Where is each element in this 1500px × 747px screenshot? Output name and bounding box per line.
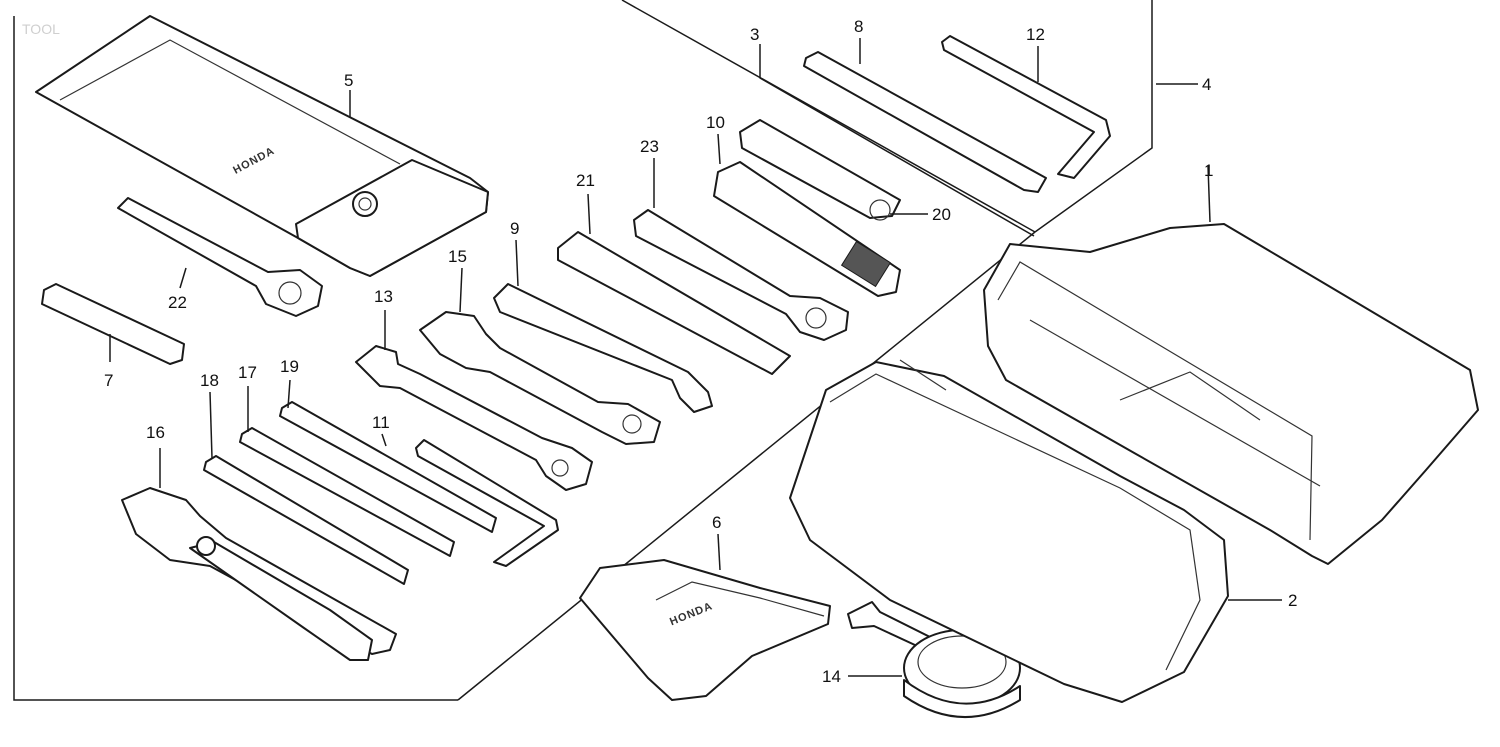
callout-2: 2 [1288,591,1297,610]
tool-case-2 [789,359,1229,703]
callout-4: 4 [1202,75,1211,94]
callout-9: 9 [510,219,519,238]
callout-19: 19 [280,357,299,376]
callout-13: 13 [374,287,393,306]
flat-bar-21 [557,231,791,375]
pliers-16 [121,487,397,661]
wrench-13 [355,345,593,491]
pin-spanner-9 [493,283,713,413]
callout-18: 18 [200,371,219,390]
header-text: TOOL [22,21,60,37]
callout-10: 10 [706,113,725,132]
socket-wrench-10 [713,119,901,297]
tool-tray-1 [983,223,1479,565]
callout-3: 3 [750,25,759,44]
tool-roll-bag: HONDA [35,15,489,277]
callout-14: 14 [822,667,841,686]
hex-key-11 [415,439,559,567]
callout-6: 6 [712,513,721,532]
wrench-15 [419,311,661,445]
hex-key-12 [941,35,1111,179]
callout-12: 12 [1026,25,1045,44]
callout-7: 7 [104,371,113,390]
callout-11: 11 [372,413,390,432]
screwdriver-19 [279,401,497,533]
leader-lines [109,38,1282,677]
callout-23: 23 [640,137,659,156]
box-wrench-22 [117,197,323,317]
pouch-6: HONDA [579,559,831,701]
tire-lever-7 [41,283,185,365]
box-wrench-23 [633,209,849,341]
screwdriver-17 [239,427,455,557]
callout-20: 20 [932,205,951,224]
kit-frame [13,0,1153,701]
callout-8: 8 [854,17,863,36]
callout-21: 21 [576,171,595,190]
extension-bar-8 [803,51,1047,193]
callout-1: 1 [1204,161,1213,180]
screwdriver-18 [203,455,409,585]
callout-17: 17 [238,363,257,382]
callout-15: 15 [448,247,467,266]
callouts: 1 2 3 4 5 6 7 8 9 10 11 12 13 14 15 16 1… [104,17,1297,686]
callout-16: 16 [146,423,165,442]
callout-5: 5 [344,71,353,90]
callout-22: 22 [168,293,187,312]
